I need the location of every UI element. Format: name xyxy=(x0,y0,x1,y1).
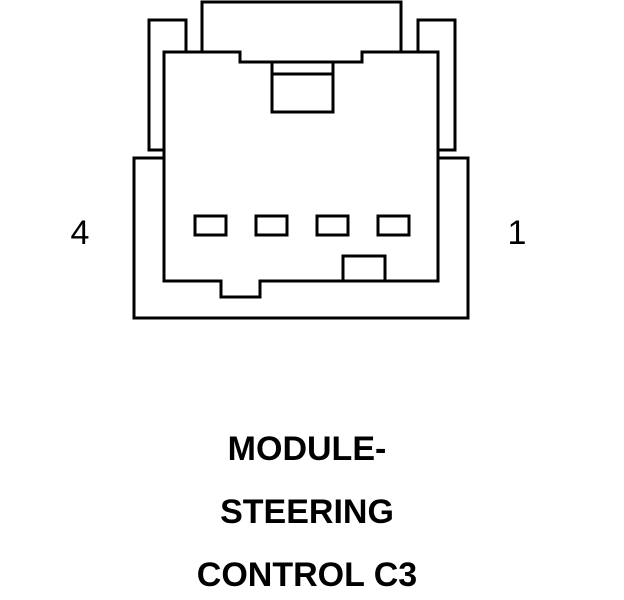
pin-cavity xyxy=(254,214,289,237)
caption-line-3: CONTROL C3 xyxy=(197,556,417,594)
connector-polarizing-key xyxy=(341,254,387,283)
pin-cavity xyxy=(193,214,228,237)
pin-cavities xyxy=(193,214,411,237)
caption-line-2: STEERING xyxy=(220,493,394,531)
pin-cavity xyxy=(315,214,350,237)
pin-label-left: 4 xyxy=(71,214,90,252)
caption-line-1: MODULE- xyxy=(228,430,387,468)
pin-label-right: 1 xyxy=(508,214,527,252)
connector-notch-detail xyxy=(240,60,362,76)
connector-main-body xyxy=(162,50,440,299)
pin-cavity xyxy=(376,214,411,237)
